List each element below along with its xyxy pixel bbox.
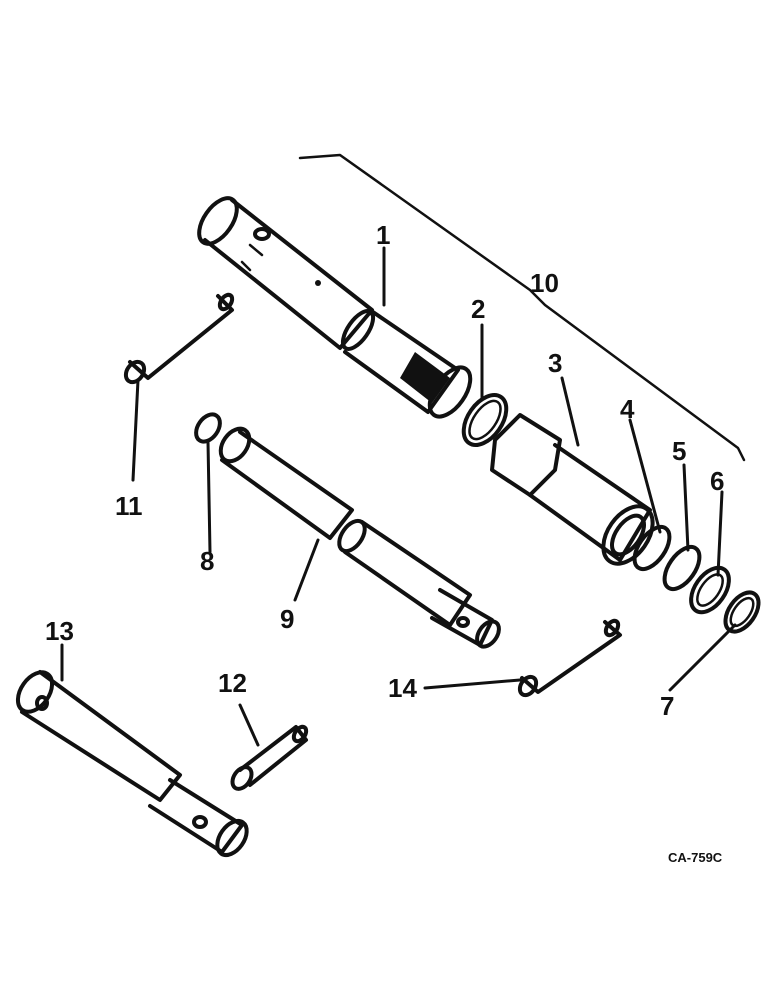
leader-14 [423, 678, 522, 690]
callout-9: 9 [280, 604, 294, 634]
part-gland-nut [490, 413, 655, 566]
callout-labels: 1 2 3 4 5 6 7 8 9 10 11 12 13 14 [45, 220, 724, 721]
callout-4: 4 [620, 394, 635, 424]
part-seal-5 [662, 544, 702, 592]
part-cylinder-threaded-end [340, 308, 473, 419]
callout-6: 6 [710, 466, 724, 496]
callout-14: 14 [388, 673, 417, 703]
leader-12 [238, 703, 260, 747]
leader-7 [668, 623, 737, 692]
leader-8 [206, 440, 212, 554]
part-pin-12 [230, 724, 309, 791]
callout-7: 7 [660, 691, 674, 721]
leader-5 [682, 463, 690, 552]
callout-5: 5 [672, 436, 686, 466]
callout-11: 11 [115, 491, 143, 521]
leader-lines [60, 246, 737, 747]
callout-2: 2 [471, 294, 485, 324]
leader-4 [628, 418, 662, 534]
part-piston-rod [218, 426, 501, 649]
part-ring-2 [461, 393, 509, 447]
leader-11 [131, 378, 140, 482]
callout-8: 8 [200, 546, 214, 576]
part-cylinder-barrel [197, 196, 374, 350]
leader-6 [716, 490, 724, 577]
leader-3 [560, 376, 580, 447]
part-seal-4 [632, 524, 672, 572]
callout-3: 3 [548, 348, 562, 378]
part-seal-6 [689, 565, 731, 615]
callout-10: 10 [530, 268, 559, 298]
figure-code: CA-759C [668, 850, 723, 865]
callout-12: 12 [218, 668, 247, 698]
part-pin-11 [123, 292, 235, 385]
part-ring-8 [194, 412, 222, 444]
part-rod-end [15, 670, 249, 858]
callout-1: 1 [376, 220, 390, 250]
assembly-bracket [298, 153, 746, 462]
callout-13: 13 [45, 616, 74, 646]
leader-9 [293, 538, 320, 602]
part-pin-14 [517, 618, 622, 698]
